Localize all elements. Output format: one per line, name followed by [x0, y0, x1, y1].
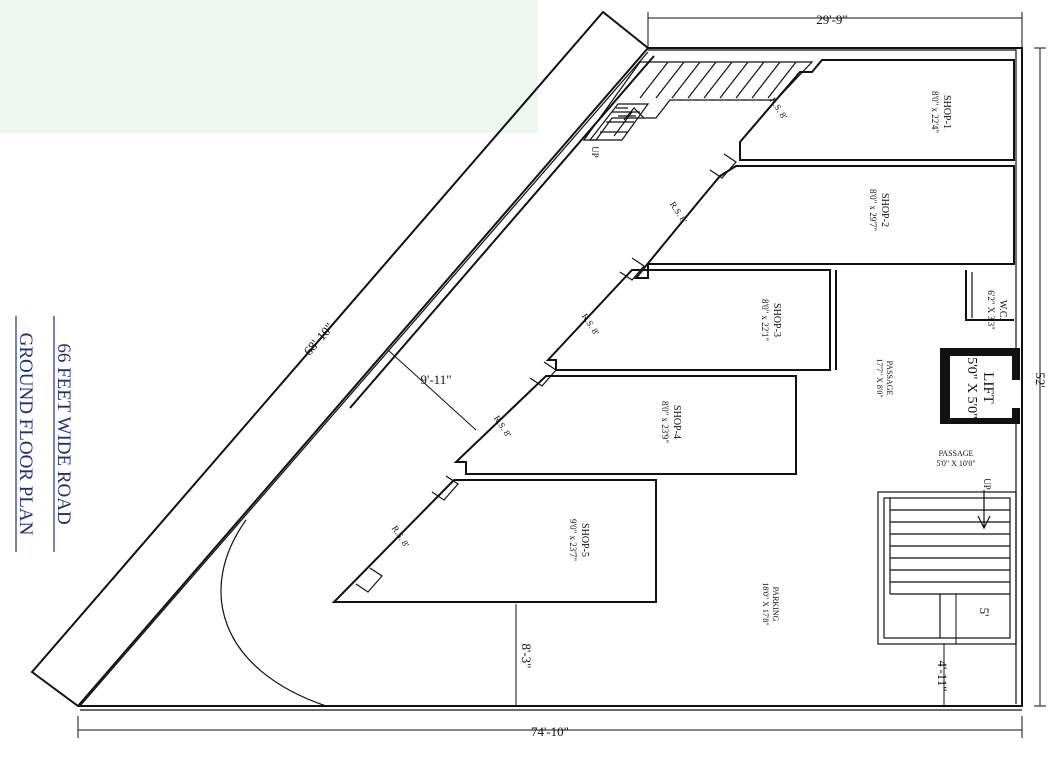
shop-4 — [453, 375, 797, 475]
dim-stair-gap: 4'-11" — [935, 661, 950, 692]
wc-walls — [835, 270, 1014, 370]
wc-size: 6'2" X 3'3" — [986, 290, 996, 330]
passage-1-size: 17'7" X 8'0" — [875, 358, 884, 397]
dimension-lines — [77, 12, 1046, 738]
shop-5 — [331, 479, 657, 603]
shutter-notches — [355, 153, 737, 593]
dim-bottom-width: 74'-10" — [531, 724, 569, 739]
shop-5-name: SHOP-5 — [579, 523, 590, 557]
shop-1-name: SHOP-1 — [941, 95, 952, 129]
driveway-curve — [220, 519, 327, 707]
title-plan: GROUND FLOOR PLAN — [15, 333, 36, 536]
dim-setback: 9'-11" — [421, 372, 452, 387]
shop-2-size: 8'0" x 29'7" — [868, 189, 878, 231]
dim-stair-width: 5' — [977, 608, 992, 617]
shop-3-name: SHOP-3 — [771, 303, 782, 337]
rolling-shutter-1: R.S. 8' — [768, 96, 790, 122]
lift-name: LIFT — [980, 372, 996, 404]
road-side-wall — [79, 51, 655, 707]
shop-4-size: 8'0" x 23'9" — [660, 401, 670, 443]
front-stair — [582, 61, 814, 141]
background-green-patch — [0, 0, 538, 133]
dim-road-length: 68'-10" — [300, 320, 336, 359]
dim-right-depth: 52' — [1033, 372, 1048, 387]
dim-parking-depth: 8'-3" — [519, 644, 534, 669]
title-block: 66 FEET WIDE ROAD GROUND FLOOR PLAN — [15, 316, 74, 552]
shop-3-size: 8'0" x 22'1" — [760, 299, 770, 341]
lift-size: 5'0" X 5'0" — [964, 357, 979, 419]
parking-size: 18'0" X 17'8" — [761, 582, 770, 625]
shop-1 — [739, 59, 1015, 161]
title-road: 66 FEET WIDE ROAD — [53, 343, 74, 524]
wc-name: W.C. — [997, 300, 1008, 320]
passage-2-size: 5'0" X 10'0" — [936, 459, 975, 468]
rolling-shutter-3: R.S. 8' — [580, 312, 602, 338]
shop-4-name: SHOP-4 — [671, 405, 682, 439]
rolling-shutter-2: R.S. 8' — [668, 200, 690, 226]
dim-top-width: 29'-9" — [816, 12, 847, 27]
front-stair-up-label: UP — [590, 146, 600, 158]
shop-5-size: 9'0" x 23'7" — [568, 519, 578, 561]
passage-2-name: PASSAGE — [939, 449, 974, 458]
shop-2-name: SHOP-2 — [879, 193, 890, 227]
rear-stair — [877, 490, 1017, 645]
plot-boundary — [78, 47, 1023, 711]
shop-1-size: 8'0" x 22'4" — [930, 91, 940, 133]
passage-1-name: PASSAGE — [885, 361, 894, 396]
parking-name: PARKING — [771, 587, 780, 622]
rear-stair-up-label: UP — [982, 478, 992, 490]
rolling-shutter-4: R.S. 8' — [492, 414, 514, 440]
shop-2 — [633, 165, 1015, 279]
lift-shaft — [940, 348, 1020, 424]
